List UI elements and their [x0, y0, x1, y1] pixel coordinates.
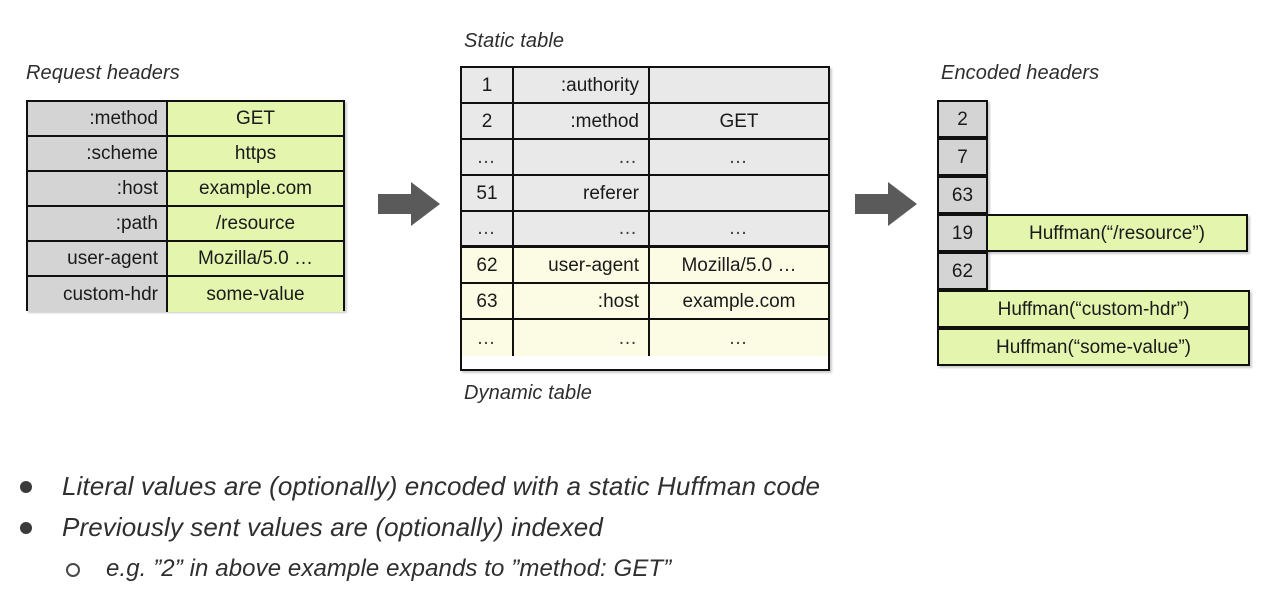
- list-item: Literal values are (optionally) encoded …: [0, 466, 1266, 507]
- encoded-headers-caption: Encoded headers: [941, 62, 1100, 84]
- header-name: custom-hdr: [28, 277, 168, 312]
- header-value: https: [168, 137, 343, 170]
- header-value: some-value: [168, 277, 343, 312]
- table-row: 2 :method GET: [462, 104, 828, 140]
- entry-value: Mozilla/5.0 …: [650, 248, 828, 282]
- header-value: Mozilla/5.0 …: [168, 242, 343, 275]
- entry-index: …: [462, 212, 514, 245]
- entry-index: 2: [462, 104, 514, 138]
- encoded-headers-block: 2 7 63 19 Huffman(“/resource”) 62 Huffma…: [937, 100, 1250, 366]
- bullet-disc-icon: [20, 480, 32, 493]
- header-name: user-agent: [28, 242, 168, 275]
- bullet-disc-icon: [20, 521, 32, 534]
- entry-name: user-agent: [514, 248, 650, 282]
- entry-name: referer: [514, 176, 650, 210]
- list-item: Previously sent values are (optionally) …: [0, 507, 1266, 548]
- bullet-list: Literal values are (optionally) encoded …: [0, 466, 1266, 589]
- request-headers-table: :method GET :scheme https :host example.…: [26, 100, 345, 312]
- bullet-circle-icon: [66, 562, 80, 577]
- encoded-huffman-literal: Huffman(“/resource”): [986, 214, 1248, 252]
- entry-value: example.com: [650, 284, 828, 318]
- header-name: :scheme: [28, 137, 168, 170]
- table-row: :path /resource: [28, 207, 343, 242]
- entry-name: :host: [514, 284, 650, 318]
- entry-index: 1: [462, 68, 514, 102]
- list-item-label: e.g. ”2” in above example expands to ”me…: [106, 555, 672, 582]
- header-name: :host: [28, 172, 168, 205]
- entry-name: …: [514, 320, 650, 356]
- encoded-row: 62: [937, 252, 988, 290]
- header-name: :method: [28, 102, 168, 135]
- encoded-index: 62: [937, 252, 988, 290]
- table-row: … … …: [462, 212, 828, 248]
- entry-value: GET: [650, 104, 828, 138]
- entry-value: …: [650, 212, 828, 245]
- flow-arrow-right-icon: [855, 180, 917, 228]
- table-row: custom-hdr some-value: [28, 277, 343, 312]
- entry-value: [650, 68, 828, 102]
- entry-index: …: [462, 140, 514, 174]
- hpack-index-table: 1 :authority 2 :method GET … … … 51 refe…: [460, 66, 830, 371]
- header-value: example.com: [168, 172, 343, 205]
- list-item-label: Previously sent values are (optionally) …: [62, 512, 603, 542]
- header-value: GET: [168, 102, 343, 135]
- static-table-caption: Static table: [464, 30, 565, 52]
- table-row: user-agent Mozilla/5.0 …: [28, 242, 343, 277]
- table-row: … … …: [462, 140, 828, 176]
- encoded-index: 63: [937, 176, 988, 214]
- entry-name: …: [514, 212, 650, 245]
- entry-index: 51: [462, 176, 514, 210]
- dynamic-table-caption: Dynamic table: [464, 382, 593, 404]
- entry-name: …: [514, 140, 650, 174]
- table-row: 63 :host example.com: [462, 284, 828, 320]
- encoded-row: 63: [937, 176, 988, 214]
- table-row: … … …: [462, 320, 828, 356]
- encoded-index: 2: [937, 100, 988, 138]
- entry-value: [650, 176, 828, 210]
- entry-name: :authority: [514, 68, 650, 102]
- encoded-huffman-literal: Huffman(“custom-hdr”): [937, 290, 1250, 328]
- entry-index: …: [462, 320, 514, 356]
- encoded-row: 2: [937, 100, 988, 138]
- header-value: /resource: [168, 207, 343, 240]
- table-row: 62 user-agent Mozilla/5.0 …: [462, 248, 828, 284]
- entry-value: …: [650, 320, 828, 356]
- flow-arrow-right-icon: [378, 180, 440, 228]
- entry-name: :method: [514, 104, 650, 138]
- entry-value: …: [650, 140, 828, 174]
- table-row: 1 :authority: [462, 68, 828, 104]
- encoded-row: 19 Huffman(“/resource”): [937, 214, 1248, 252]
- table-row: 51 referer: [462, 176, 828, 212]
- table-row: :host example.com: [28, 172, 343, 207]
- table-row: :method GET: [28, 102, 343, 137]
- list-item: e.g. ”2” in above example expands to ”me…: [0, 548, 1266, 589]
- entry-index: 62: [462, 248, 514, 282]
- header-name: :path: [28, 207, 168, 240]
- list-item-label: Literal values are (optionally) encoded …: [62, 471, 821, 501]
- encoded-index: 7: [937, 138, 988, 176]
- entry-index: 63: [462, 284, 514, 318]
- table-row: :scheme https: [28, 137, 343, 172]
- encoded-index: 19: [937, 214, 988, 252]
- encoded-row: 7: [937, 138, 988, 176]
- request-headers-caption: Request headers: [26, 62, 180, 84]
- encoded-huffman-literal: Huffman(“some-value”): [937, 328, 1250, 366]
